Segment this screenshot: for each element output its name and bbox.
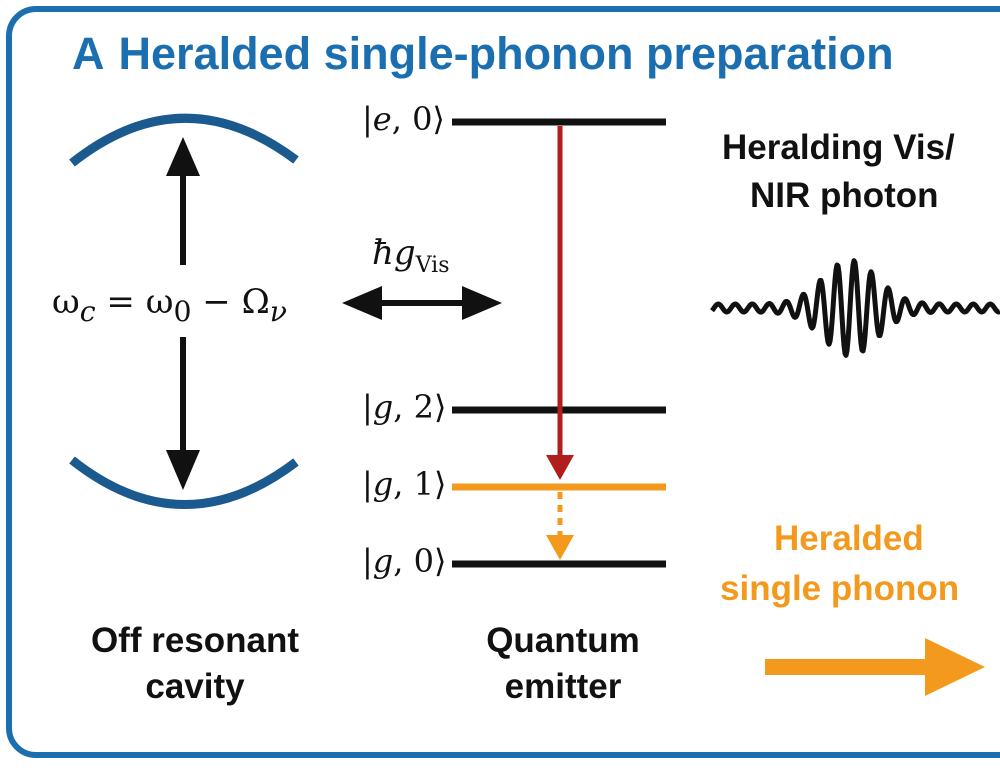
title-text: Heralded single-phonon preparation (118, 28, 894, 79)
phonon-decay-arrow (546, 492, 574, 560)
cavity-down-arrow (166, 337, 200, 490)
cavity-top-mirror (69, 113, 299, 167)
omega0-subscript: 0 (173, 294, 192, 328)
cavity-label-line1: Off resonant (90, 621, 300, 660)
emitter-label: Quantum emitter (458, 618, 668, 710)
omega-c-subscript: c (79, 294, 96, 328)
nu-subscript: ν (269, 294, 287, 328)
coupling-arrow (342, 286, 502, 320)
coupling-subscript: Vis (415, 252, 450, 278)
ket-g1-state: g (372, 465, 394, 503)
photon-wavepacket-icon (710, 258, 1000, 358)
hbar-g: ħg (372, 233, 416, 273)
cavity-up-arrow (166, 137, 200, 265)
herald-photon-label: Heralding Vis/ NIR photon (722, 124, 1000, 220)
emission-arrow (546, 126, 574, 480)
minus-Omega: − Ω (191, 282, 270, 322)
figure-title: A Heralded single-phonon preparation (72, 28, 894, 80)
phonon-label-line2: single phonon (720, 569, 960, 608)
ket-g2: |g, 2⟩ (362, 388, 447, 426)
ket-e0-n: 0 (412, 100, 433, 138)
ket-g0: |g, 0⟩ (362, 542, 447, 580)
emitter-label-line2: emitter (504, 667, 622, 706)
phonon-label: Heralded single phonon (720, 514, 1000, 614)
ket-g2-n: 2 (413, 388, 434, 426)
ket-g1-n: 1 (413, 465, 434, 503)
ket-g1: |g, 1⟩ (362, 465, 447, 503)
emitter-label-line1: Quantum (486, 621, 640, 660)
herald-photon-line1: Heralding Vis/ (722, 128, 955, 167)
ket-g2-state: g (372, 388, 394, 426)
panel-letter: A (72, 28, 105, 79)
cavity-label-line2: cavity (145, 667, 245, 706)
coupling-label: ħgVis (372, 233, 450, 278)
ket-e0-state: e (372, 100, 392, 138)
cavity-frequency-formula: ωc = ω0 − Ων (52, 282, 287, 328)
ket-g0-n: 0 (413, 542, 434, 580)
phonon-arrow (765, 638, 985, 696)
equals-omega0: = ω (95, 282, 174, 322)
herald-photon-line2: NIR photon (750, 176, 939, 215)
omega-c-symbol: ω (52, 282, 80, 322)
ket-g0-state: g (372, 542, 394, 580)
phonon-label-line1: Heralded (774, 519, 924, 558)
cavity-label: Off resonant cavity (70, 618, 320, 710)
cavity-bottom-mirror (69, 456, 299, 509)
figure-frame (6, 6, 1000, 758)
ket-e0: |e, 0⟩ (362, 100, 445, 138)
